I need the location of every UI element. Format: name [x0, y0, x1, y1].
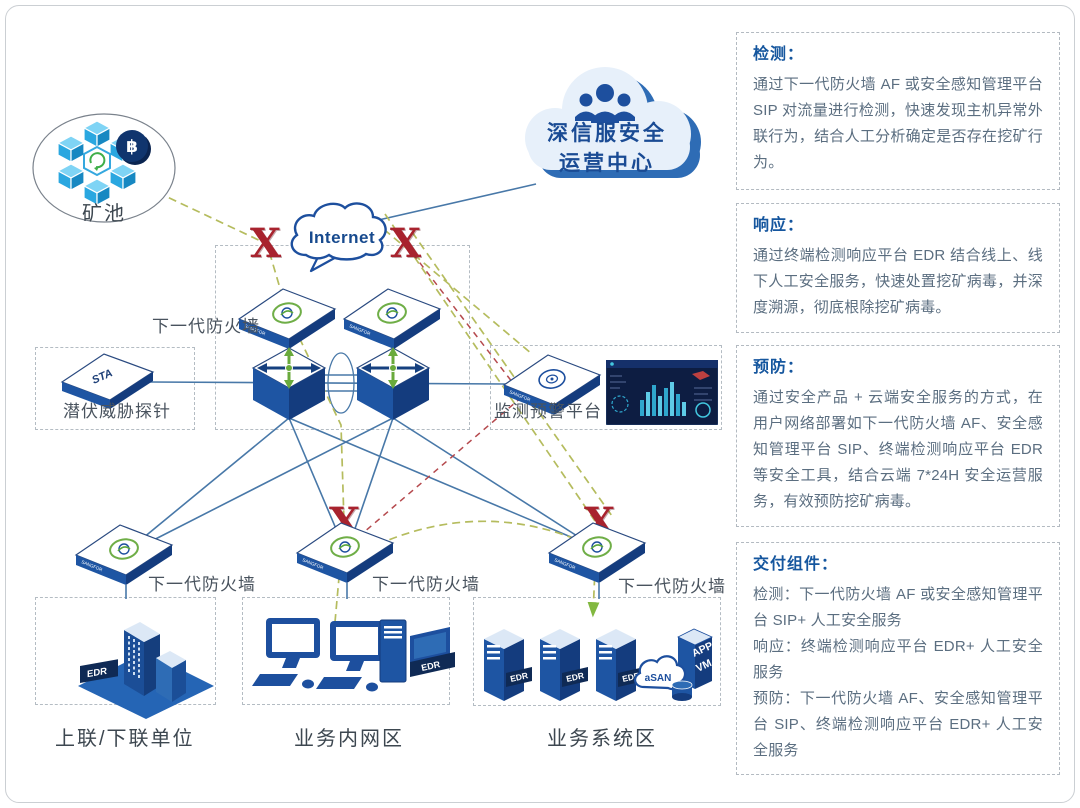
switch-arrows-icon	[257, 347, 321, 389]
mining-pool-node: ฿	[32, 113, 176, 223]
edr-tag	[506, 667, 532, 687]
people-icon	[575, 84, 635, 123]
soc-cloud-title-line2: 运营中心	[559, 152, 655, 175]
deliverable-line: 响应：终端检测响应平台 EDR+ 人工安全服务	[753, 638, 1043, 681]
dashboard-ticks	[610, 375, 712, 401]
firewall-device: SANGFOR	[342, 288, 442, 349]
center-hexagon	[83, 145, 111, 177]
deliverable-line: 检测：下一代防火墙 AF 或安全感知管理平台 SIP+ 人工安全服务	[753, 586, 1043, 629]
dashboard-bars	[640, 382, 686, 416]
panel-response: 响应： 通过终端检测响应平台 EDR 结合线上、线下人工安全服务，快速处置挖矿病…	[736, 203, 1060, 333]
intranet-devices: EDR	[252, 618, 455, 692]
ngfw-label-bottom-right: 下一代防火墙	[618, 577, 726, 596]
svg-text:EDR: EDR	[565, 670, 585, 684]
panel-prevention-body: 通过安全产品 + 云端安全服务的方式，在用户网络部署如下一代防火墙 AF、安全感…	[753, 389, 1043, 510]
desktop-computer	[252, 618, 320, 689]
panel-detection-title: 检测：	[753, 46, 805, 63]
ngfw-label-bottom-left: 下一代防火墙	[148, 575, 256, 594]
bitcoin-symbol: ฿	[126, 137, 138, 157]
panel-response-body: 通过终端检测响应平台 EDR 结合线上、线下人工安全服务，快速处置挖矿病毒，并深…	[753, 247, 1043, 316]
desktop-computer	[316, 621, 384, 692]
soc-cloud	[525, 67, 701, 178]
recycle-glyph	[89, 152, 106, 169]
deliverable-line: 预防：下一代防火墙 AF、安全感知管理平台 SIP、终端检测响应平台 EDR+ …	[753, 690, 1043, 759]
threat-probe-label: 潜伏威胁探针	[63, 402, 171, 421]
building-windows	[128, 636, 140, 680]
ngfw-label-top: 下一代防火墙	[152, 317, 260, 336]
internet-cloud	[290, 202, 387, 273]
edr-tag	[562, 667, 588, 687]
sip-appliance: SANGFOR	[502, 354, 602, 415]
panel-detection-body: 通过下一代防火墙 AF 或安全感知管理平台 SIP 对流量进行检测，快速发现主机…	[753, 76, 1043, 171]
firewall-device: SANGFOR	[74, 524, 174, 585]
cloud-body	[525, 67, 691, 170]
firewall-device: SANGFOR	[237, 288, 337, 349]
server-edr: EDR	[484, 629, 532, 701]
globe-badge	[272, 302, 302, 324]
intranet-zone-label: 业务内网区	[294, 728, 404, 750]
panel-deliverables: 交付组件： 检测：下一代防火墙 AF 或安全感知管理平台 SIP+ 人工安全服务…	[736, 542, 1060, 775]
database-cylinder	[671, 680, 693, 701]
monitor-platform-label: 监测预警平台	[494, 402, 602, 421]
globe-badge	[582, 536, 612, 558]
recycle-arrowhead	[94, 166, 99, 171]
server-edr: EDR	[540, 629, 588, 701]
blocked-x-mark: X	[390, 220, 422, 267]
panel-detection: 检测： 通过下一代防火墙 AF 或安全感知管理平台 SIP 对流量进行检测，快速…	[736, 32, 1060, 190]
sta-probe-device: STA	[60, 353, 155, 409]
alert-blob	[692, 371, 710, 380]
server-edr: EDR	[596, 629, 644, 701]
panel-response-title: 响应：	[753, 217, 805, 234]
system-zone-devices: EDR EDR EDR APP VM aSAN	[484, 628, 715, 701]
mining-pool-label: 矿池	[82, 203, 126, 225]
asan-cloud: aSAN	[634, 655, 693, 701]
globe-badge	[377, 302, 407, 324]
globe-badge	[109, 538, 139, 560]
core-switch	[251, 347, 327, 420]
core-switch	[355, 347, 431, 420]
cloud-outline	[290, 202, 387, 261]
blocked-x-mark: X	[250, 220, 282, 267]
dashboard-screen	[606, 360, 718, 425]
internet-label: Internet	[308, 228, 376, 247]
panel-prevention: 预防： 通过安全产品 + 云端安全服务的方式，在用户网络部署如下一代防火墙 AF…	[736, 345, 1060, 527]
panel-deliverables-title: 交付组件：	[753, 556, 839, 573]
uplink-buildings: EDR	[78, 622, 214, 719]
firewall-device: SANGFOR	[547, 522, 647, 583]
svg-text:EDR: EDR	[87, 666, 107, 680]
svg-text:aSAN: aSAN	[645, 673, 672, 684]
ngfw-label-bottom-mid: 下一代防火墙	[372, 575, 480, 594]
coin-badge	[116, 130, 148, 162]
switch-arrows-icon	[361, 347, 425, 389]
firewall-device: SANGFOR	[295, 522, 395, 583]
edr-tag	[410, 652, 455, 677]
panel-prevention-title: 预防：	[753, 359, 805, 376]
uplink-zone-label: 上联/下联单位	[55, 728, 195, 750]
globe-badge	[330, 536, 360, 558]
soc-cloud-title-line1: 深信服安全	[547, 122, 667, 145]
edr-tag: EDR	[80, 659, 118, 683]
system-zone-label: 业务系统区	[547, 728, 657, 750]
svg-text:EDR: EDR	[420, 659, 441, 673]
gauge-ring	[695, 402, 711, 418]
tower-pc-edr: EDR	[379, 619, 455, 683]
radar-ring	[611, 395, 629, 413]
svg-text:EDR: EDR	[509, 670, 529, 684]
